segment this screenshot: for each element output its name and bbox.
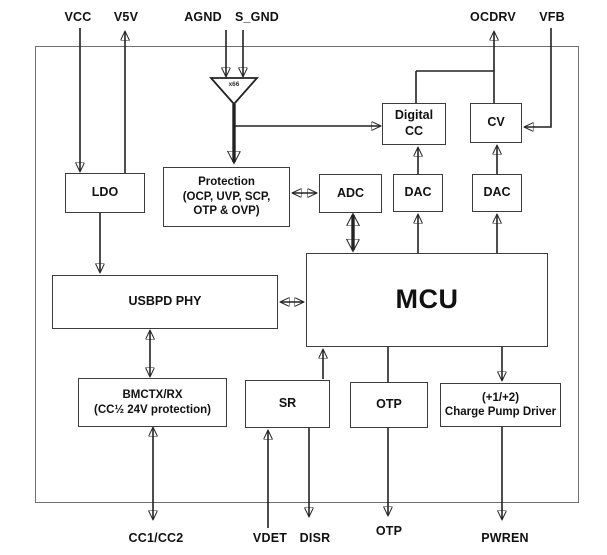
amp-gain-label: x66 [228,81,240,88]
pin-vfb: VFB [539,10,565,24]
block-sr-label: SR [278,396,297,411]
block-adc-label: ADC [336,185,365,200]
block-usbpd-phy: USBPD PHY [52,275,278,329]
block-ldo-label: LDO [91,185,119,200]
block-usbpd-phy-label: USBPD PHY [128,294,202,309]
block-dac2-label: DAC [483,185,511,200]
block-dac2: DAC [472,174,522,212]
pin-sgnd: S_GND [234,10,280,24]
pin-ocdrv: OCDRV [470,10,516,24]
wire-vfb-to-cv [525,28,552,127]
block-mcu-label: MCU [395,284,459,315]
pin-otp: OTP [375,524,403,538]
bmctx-line1: BMCTX/RX [122,389,183,402]
block-otp-label: OTP [376,397,402,412]
bmctx-line2: (CC½ 24V protection) [94,403,211,416]
charge-pump-line2: Charge Pump Driver [444,406,557,418]
block-cv: CV [470,103,522,143]
charge-pump-line1: (+1/+2) [481,391,520,404]
block-ldo: LDO [65,173,145,213]
digital-cc-line2: CC [404,124,424,138]
current-sense-amp [209,77,259,106]
chip-boundary [35,46,579,503]
pin-pwren: PWREN [481,531,529,545]
pin-vdet: VDET [252,531,288,545]
block-cv-label: CV [487,115,505,130]
block-bmctx-rx: BMCTX/RX (CC½ 24V protection) [78,378,227,427]
block-sr: SR [245,380,330,428]
block-protection: Protection (OCP, UVP, SCP, OTP & OVP) [163,167,290,227]
protection-line3: OTP & OVP) [193,205,260,218]
block-adc: ADC [319,174,382,213]
block-dac1-label: DAC [404,185,432,200]
pin-v5v: V5V [113,10,139,24]
pin-cc1-cc2: CC1/CC2 [128,531,184,545]
block-mcu: MCU [306,253,548,347]
block-charge-pump-driver: (+1/+2) Charge Pump Driver [440,383,561,427]
protection-line2: (OCP, UVP, SCP, [182,190,271,203]
pin-vcc: VCC [64,10,92,24]
block-digital-cc: Digital CC [382,103,446,145]
pin-disr: DISR [299,531,331,545]
pin-agnd: AGND [184,10,222,24]
block-otp: OTP [350,382,428,428]
digital-cc-line1: Digital [394,108,434,123]
block-dac1: DAC [393,174,443,212]
protection-line1: Protection [198,176,255,189]
